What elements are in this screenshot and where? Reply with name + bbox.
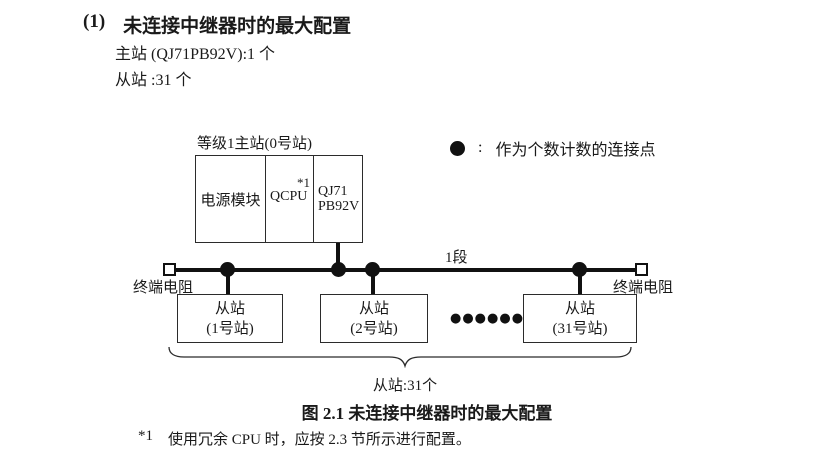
figure-caption: 图 2.1 未连接中继器时的最大配置: [301, 404, 553, 423]
slave-station-box-1: 从站 (1号站): [177, 294, 283, 343]
segment-label: 1段: [445, 250, 468, 266]
qj71-line2: PB92V: [318, 199, 360, 214]
power-module-cell: 电源模块: [196, 156, 266, 242]
terminator-label-right: 终端电阻: [613, 280, 674, 296]
master-count-line: 主站 (QJ71PB92V):1 个: [115, 46, 276, 63]
legend: : 作为个数计数的连接点: [450, 136, 655, 160]
slave-box-line2: (1号站): [206, 320, 254, 337]
terminator-label-left: 终端电阻: [133, 280, 194, 296]
footnote-marker: *1: [138, 428, 153, 444]
master-station-label: 等级1主站(0号站): [197, 136, 312, 152]
connection-dot-slave1: [220, 262, 235, 277]
terminator-square-right: [635, 263, 648, 276]
connection-dot-slave31: [572, 262, 587, 277]
qj71pb92v-cell: QJ71 PB92V: [314, 156, 362, 242]
slave-box-line1: 从站: [358, 300, 389, 317]
connection-dot-slave2: [365, 262, 380, 277]
footnote-text: 使用冗余 CPU 时，应按 2.3 节所示进行配置。: [168, 432, 471, 448]
slave-box-line1: 从站: [564, 300, 595, 317]
heading-number: (1): [83, 11, 106, 32]
slave31-drop-line: [578, 270, 582, 294]
slave-station-box-31: 从站 (31号站): [523, 294, 637, 343]
legend-label: 作为个数计数的连接点: [495, 142, 656, 159]
connection-point-dot-icon: [450, 140, 465, 156]
slave-count-brace: [168, 346, 632, 368]
master-station-box: 电源模块 *1 QCPU QJ71 PB92V: [195, 155, 363, 243]
terminator-square-left: [163, 263, 176, 276]
slave-box-line2: (31号站): [552, 320, 608, 337]
brace-label: 从站:31个: [372, 378, 438, 394]
qj71-line1: QJ71: [318, 184, 348, 199]
slave-count-line: 从站 :31 个: [115, 72, 192, 89]
connection-dot-master: [331, 262, 346, 277]
bus-segment-line: [168, 268, 643, 272]
master-drop-line: [336, 243, 340, 270]
section-heading: (1) 未连接中继器时的最大配置: [83, 11, 351, 38]
qcpu-cell: *1 QCPU: [266, 156, 314, 242]
legend-separator: :: [478, 139, 483, 156]
slave-box-line2: (2号站): [350, 320, 398, 337]
slave-box-line1: 从站: [214, 300, 245, 317]
heading-title: 未连接中继器时的最大配置: [123, 16, 352, 37]
qcpu-label: QCPU: [270, 189, 308, 204]
slave-station-box-2: 从站 (2号站): [320, 294, 428, 343]
slave2-drop-line: [371, 270, 375, 294]
qcpu-footnote-marker: *1: [297, 175, 310, 190]
ellipsis-dots: ●●●●●●: [450, 311, 525, 326]
slave1-drop-line: [226, 270, 230, 294]
